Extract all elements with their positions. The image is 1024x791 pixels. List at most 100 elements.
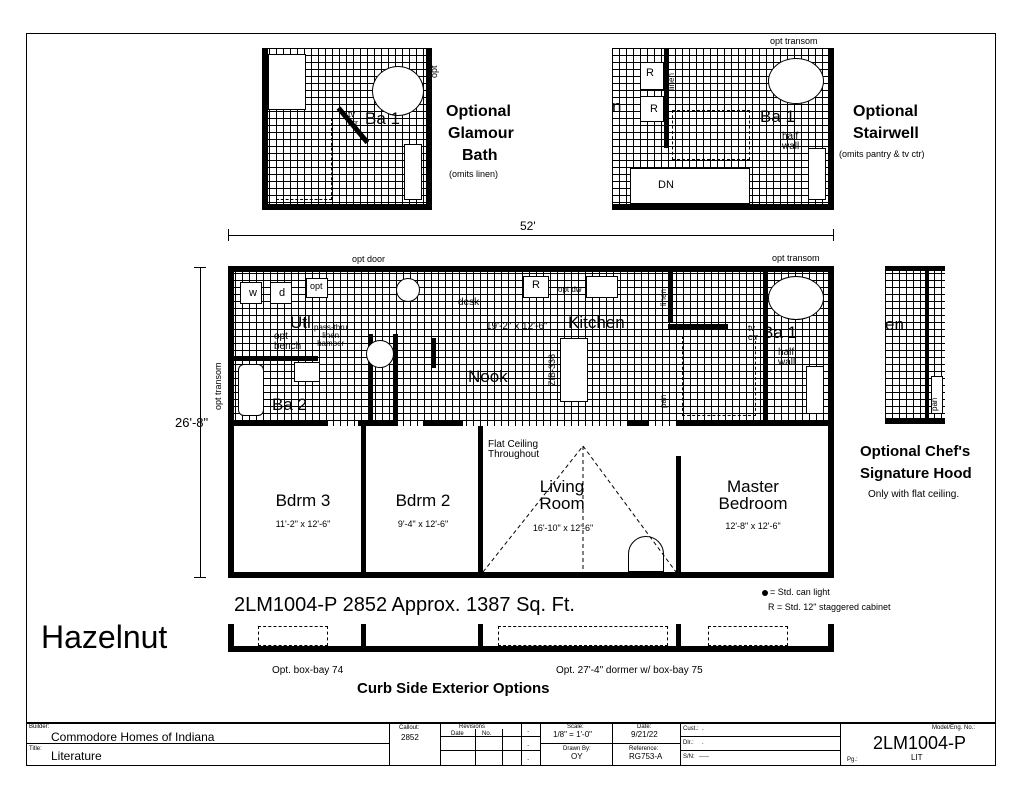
title-label: Title: <box>29 746 42 752</box>
kitchen-dimension: 19'-2" x 12'-6" <box>486 321 548 332</box>
ba1-label: Ba 1 <box>762 323 797 342</box>
opt-small-label: opt <box>310 281 323 291</box>
date-label: Date: <box>637 724 652 730</box>
revision-dot-1: . <box>527 725 530 734</box>
utl-label: Utl <box>290 313 311 332</box>
title-value: Literature <box>51 749 102 763</box>
glamour-opt-label: opt <box>429 65 439 78</box>
plan-opt-door: opt door <box>352 254 386 264</box>
glamour-title-2: Glamour <box>448 125 514 142</box>
title-block: Builder: Commodore Homes of Indiana Titl… <box>27 722 995 765</box>
stairwell-title-1: Optional <box>853 103 918 120</box>
chef-title-1: Optional Chef's <box>860 443 971 460</box>
half-wall-label: half wall <box>778 347 796 368</box>
stairwell-linen: linen <box>667 73 676 90</box>
stairwell-n-fragment: n <box>612 97 622 116</box>
model-eng-value: 2LM1004-P <box>873 733 967 753</box>
revisions-label: Revisions <box>459 724 486 730</box>
chef-pan-label: pan <box>930 397 939 411</box>
pan-label: pan <box>659 394 668 408</box>
callout-value: 2852 <box>401 733 419 742</box>
legend-can-light: = Std. can light <box>770 587 830 597</box>
stairwell-inset: n R R linen Ba 1 half wall DN <box>612 48 834 210</box>
stairwell-r2: R <box>650 103 658 115</box>
page-value: LIT <box>911 753 923 762</box>
drawing-frame <box>26 33 996 766</box>
chef-title-2: Signature Hood <box>860 465 972 482</box>
exterior-title: Curb Side Exterior Options <box>357 680 550 697</box>
glamour-tv-label: tv ctr <box>348 109 358 128</box>
revision-no-label: No. <box>482 731 492 737</box>
stairwell-half-wall: half wall <box>782 131 800 152</box>
plan-side-transom: opt transom <box>213 362 223 410</box>
can-light-dot <box>762 590 768 596</box>
master-bedroom-label: Master Bedroom <box>718 477 788 513</box>
model-line: 2LM1004-P 2852 Approx. 1387 Sq. Ft. <box>234 594 575 616</box>
page-label: Pg.: <box>847 757 858 763</box>
scale-value: 1/8" = 1'-0" <box>553 730 593 739</box>
pass-thru-label: pass-thru linen hamper <box>314 323 348 348</box>
kitchen-label: Kitchen <box>568 313 625 332</box>
legend-cabinet: R = Std. 12" staggered cabinet <box>768 602 891 612</box>
living-room-dimension: 16'-10" x 12'-6" <box>532 523 594 533</box>
stairwell-dn: DN <box>658 179 674 191</box>
curb-side-elevation <box>228 624 834 652</box>
reference-value: RG753-A <box>629 752 663 761</box>
revision-dot-3: . <box>527 753 530 762</box>
drawn-by-value: OY <box>571 752 583 761</box>
plan-width-dimension: 52' <box>520 219 536 233</box>
dryer-label: d <box>279 287 286 299</box>
bdrm3-dimension: 11'-2" x 12'-6" <box>275 519 331 529</box>
zib-label: ZIB-336 <box>547 353 557 386</box>
ba2-label: Ba 2 <box>272 395 307 414</box>
revision-dot-2: . <box>527 739 530 748</box>
vault-lines <box>483 445 676 572</box>
cust-value: . <box>702 726 704 732</box>
opt-bench-label: opt bench <box>274 331 302 352</box>
desk-label: desk <box>458 297 480 308</box>
chef-n-fragment: en <box>885 315 904 334</box>
floor-plan: w d opt Utl opt bench pass-thru linen ha… <box>228 266 834 578</box>
dlr-label: Dlr.: <box>683 740 694 746</box>
chefs-hood-inset: en pan <box>885 266 945 424</box>
tv-ctr-label: tv ctr <box>748 323 758 342</box>
glamour-note: (omits linen) <box>449 169 499 179</box>
stairwell-room-label: Ba 1 <box>760 107 795 126</box>
scale-label: Scale: <box>567 724 584 730</box>
bdrm2-dimension: 9'-4" x 12'-6" <box>397 519 449 529</box>
date-value: 9/21/22 <box>631 730 658 739</box>
dlr-value: . <box>702 740 704 746</box>
stairwell-r1: R <box>646 67 654 79</box>
washer-label: w <box>249 287 257 299</box>
revision-date-label: Date <box>451 731 464 737</box>
glamour-title-3: Bath <box>462 147 498 164</box>
linen-label: linen <box>659 289 668 306</box>
model-eng-label: Model/Eng. No.: <box>932 725 976 731</box>
cust-label: Cust.: <box>683 726 699 732</box>
opt-dw-label: opt dw <box>558 285 582 294</box>
glamour-room-label: Ba 1 <box>365 109 400 128</box>
r-mark: R <box>532 279 540 291</box>
callout-label: Callout: <box>399 725 420 731</box>
builder-label: Builder: <box>29 724 50 730</box>
drawn-by-label: Drawn By: <box>563 746 591 752</box>
plan-top-transom: opt transom <box>772 253 820 263</box>
boxbay-label: Opt. box-bay 74 <box>272 665 344 676</box>
nook-label: Nook <box>468 367 508 386</box>
flat-ceiling-label: Flat Ceiling Throughout <box>488 439 540 460</box>
model-name: Hazelnut <box>41 619 168 655</box>
bdrm3-label: Bdrm 3 <box>275 491 331 510</box>
stairwell-note: (omits pantry & tv ctr) <box>839 149 925 159</box>
builder-value: Commodore Homes of Indiana <box>51 730 215 744</box>
living-room-label: Living Room <box>539 477 585 513</box>
sn-value: ----- <box>699 754 709 760</box>
chef-note: Only with flat ceiling. <box>868 489 960 500</box>
sn-label: S/N: <box>683 754 695 760</box>
glamour-title-1: Optional <box>446 103 511 120</box>
glamour-bath-inset: tv ctr Ba 1 opt <box>262 48 439 210</box>
dormer-label: Opt. 27'-4" dormer w/ box-bay 75 <box>556 665 703 676</box>
bdrm2-label: Bdrm 2 <box>395 491 451 510</box>
stairwell-transom-label: opt transom <box>770 36 818 46</box>
master-bedroom-dimension: 12'-8" x 12'-6" <box>725 521 781 531</box>
plan-depth-dimension: 26'-8" <box>175 415 209 430</box>
